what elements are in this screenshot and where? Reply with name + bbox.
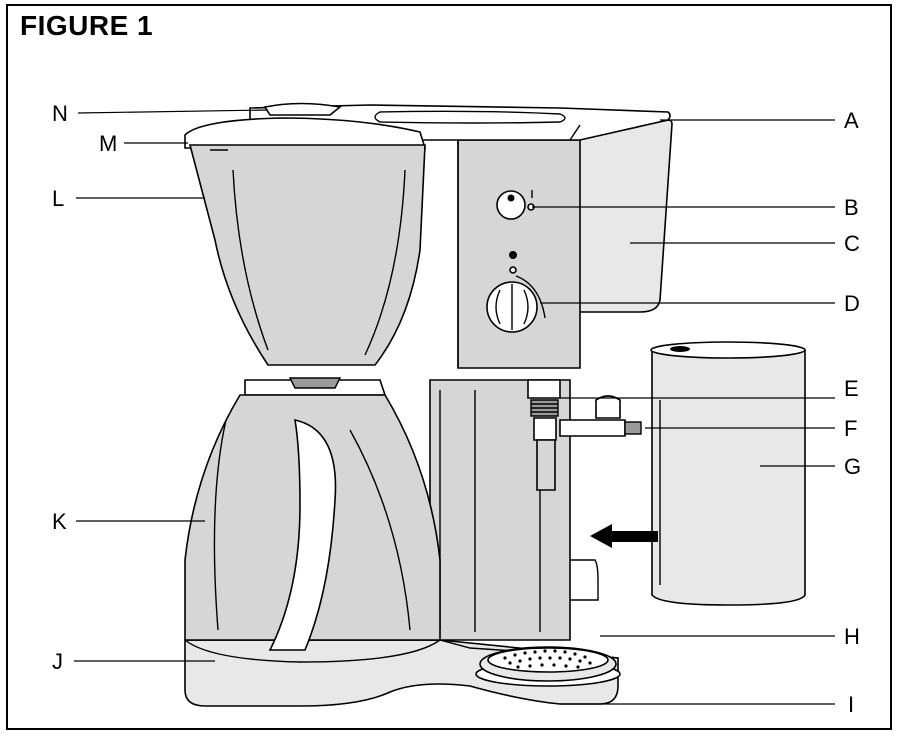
carafe [184, 377, 441, 663]
water-tank [574, 119, 673, 313]
control-panel [457, 139, 581, 369]
top-lid [249, 102, 671, 141]
label-e: E [844, 376, 859, 401]
leader-lines [74, 109, 835, 705]
label-g: G [844, 454, 861, 479]
label-j: J [52, 649, 63, 674]
label-h: H [844, 624, 860, 649]
figure-title: FIGURE 1 [20, 10, 154, 41]
steam-valve [559, 395, 642, 437]
label-k: K [52, 509, 67, 534]
steam-nozzle [527, 379, 561, 491]
filter-holder [184, 117, 427, 366]
drip-tray [475, 646, 621, 687]
label-d: D [844, 291, 860, 316]
label-l: L [52, 186, 64, 211]
insert-arrow [590, 524, 658, 548]
selector-knob-b [496, 190, 535, 220]
label-b: B [844, 195, 859, 220]
label-m: M [99, 131, 117, 156]
label-n: N [52, 101, 68, 126]
label-a: A [844, 108, 859, 133]
accessory-cup [650, 341, 806, 606]
machine-body [429, 379, 599, 641]
label-c: C [844, 231, 860, 256]
label-f: F [844, 416, 857, 441]
label-i: I [848, 692, 854, 717]
selector-knob-d [486, 251, 546, 333]
